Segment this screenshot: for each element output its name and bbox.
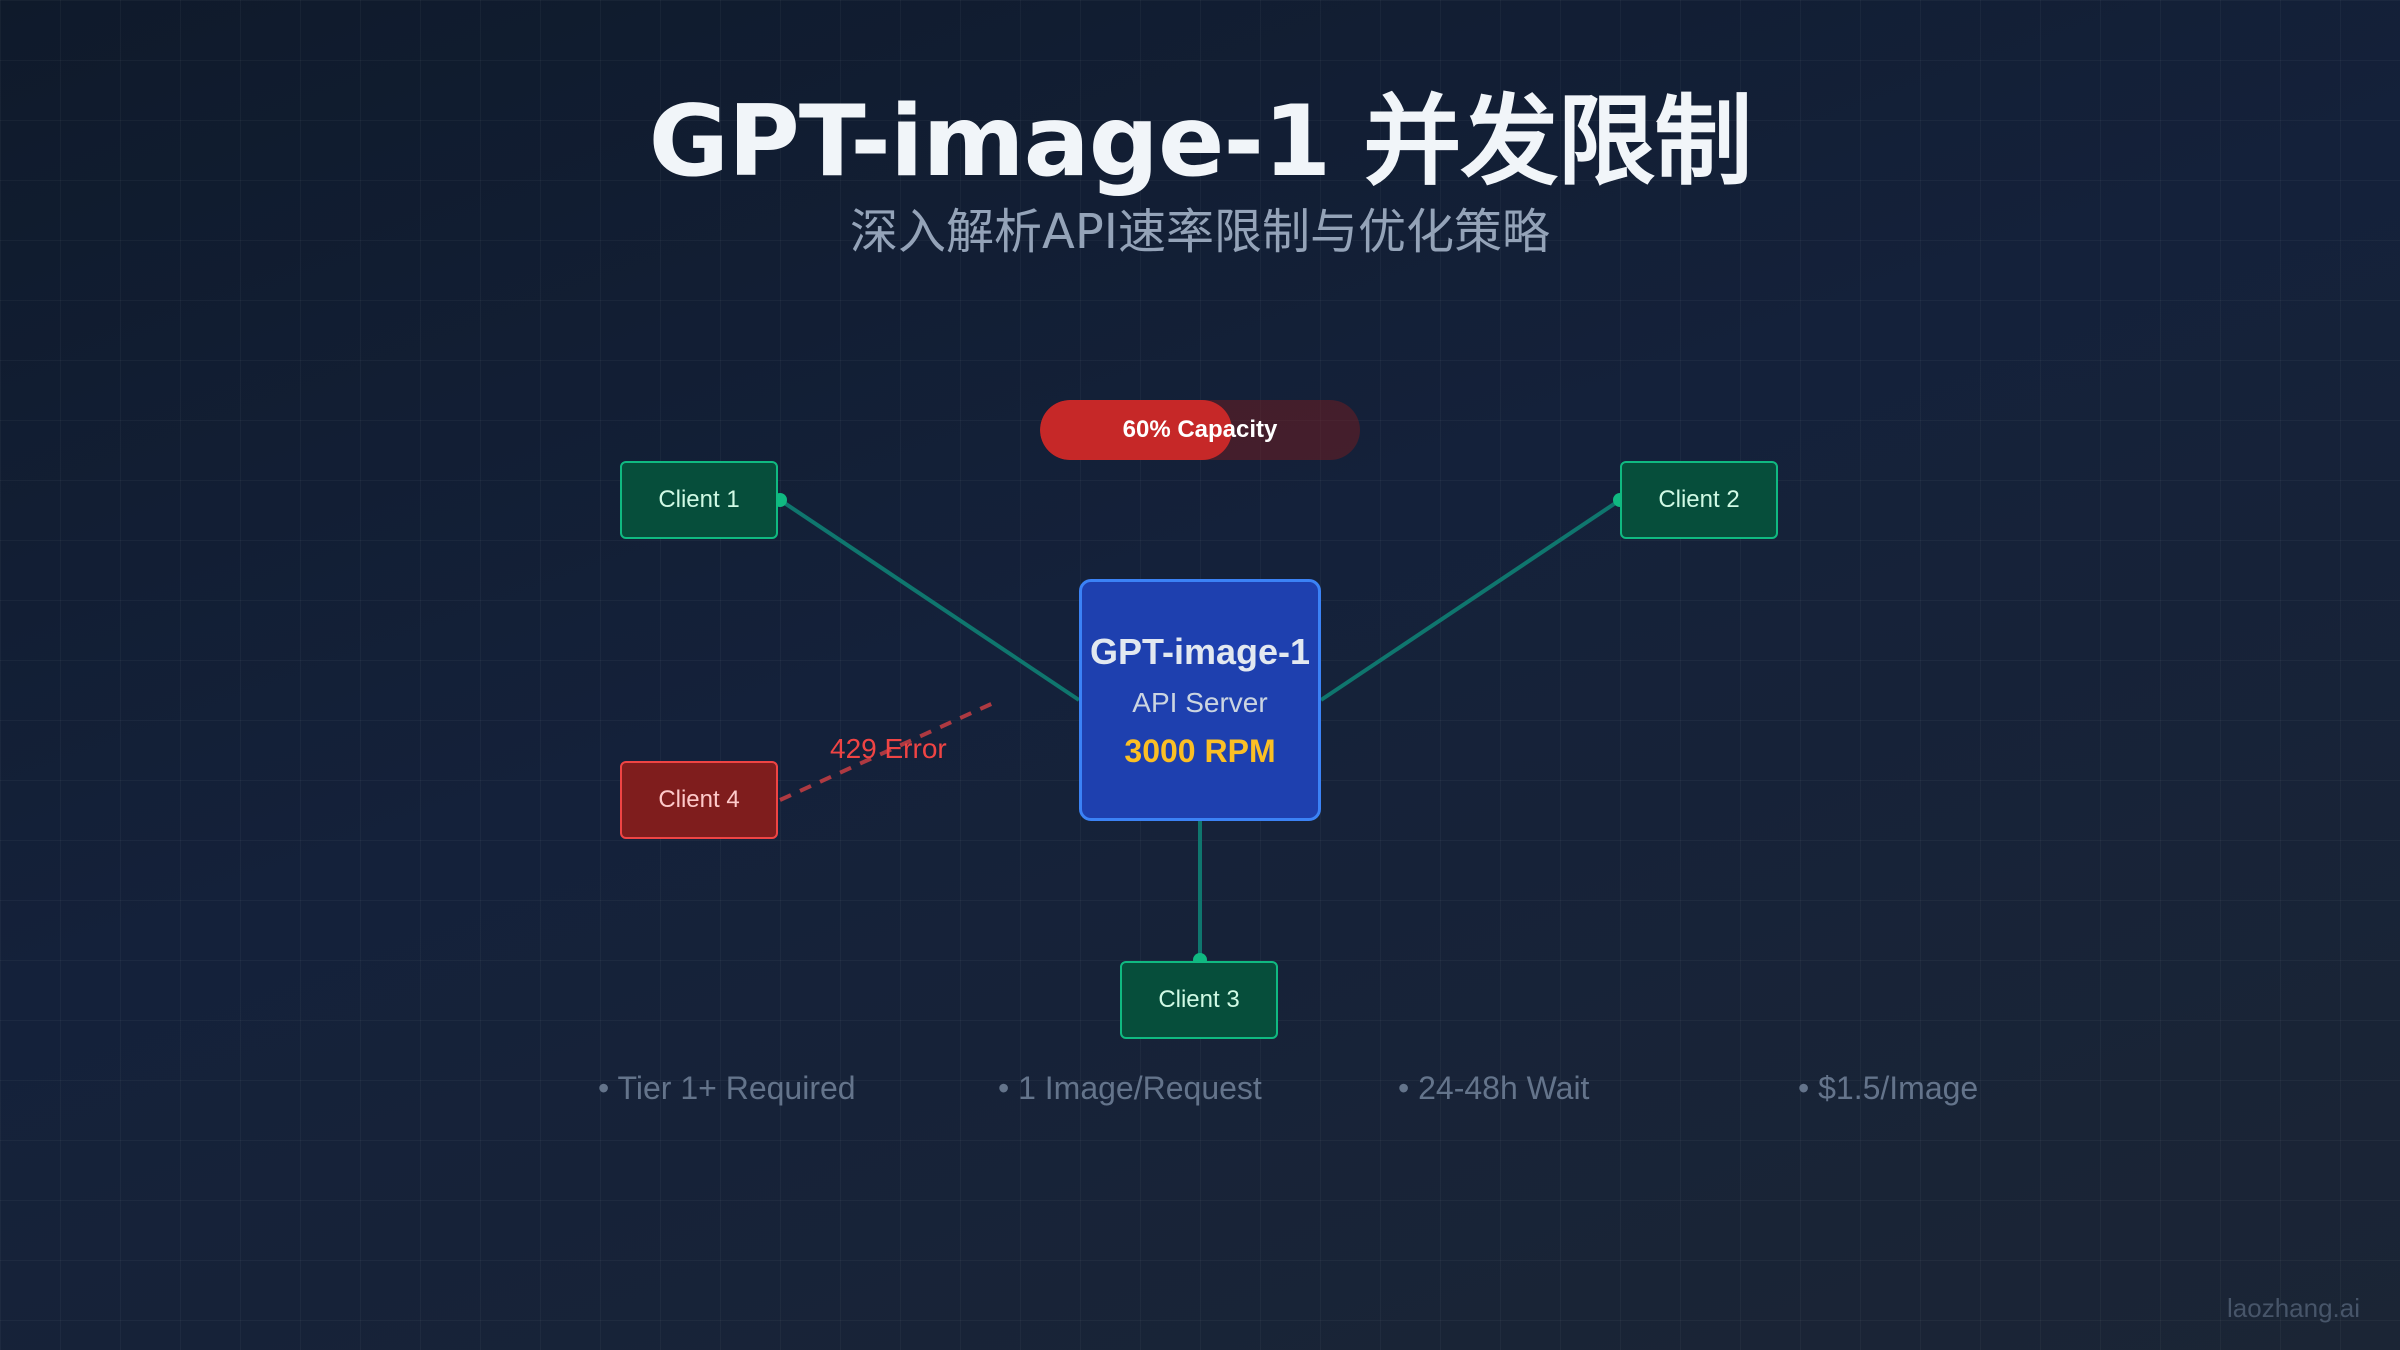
link-client-1 xyxy=(778,498,1081,702)
capacity-bar-fill xyxy=(1040,400,1232,460)
page-title: GPT-image-1 并发限制 xyxy=(648,85,1753,199)
watermark: laozhang.ai xyxy=(2227,1293,2360,1323)
link-client-2 xyxy=(1319,498,1622,702)
capacity-label: 60% Capacity xyxy=(1122,416,1278,443)
client-4-node: Client 4 xyxy=(620,761,778,839)
fact-price: • $1.5/Image xyxy=(1798,1070,1979,1106)
fact-wait-time: • 24-48h Wait xyxy=(1398,1070,1590,1106)
link-client-4-error xyxy=(779,698,1001,802)
page-subtitle: 深入解析API速率限制与优化策略 xyxy=(850,204,1550,260)
client-1-node: Client 1 xyxy=(620,461,778,539)
error-label: 429 Error xyxy=(830,733,947,764)
client-3-node: Client 3 xyxy=(1120,961,1278,1039)
server-role: API Server xyxy=(1132,686,1268,718)
fact-images-per-request: • 1 Image/Request xyxy=(998,1070,1262,1106)
server-name: GPT-image-1 xyxy=(1089,630,1311,672)
fact-tier: • Tier 1+ Required xyxy=(598,1070,856,1106)
server-rpm: 3000 RPM xyxy=(1124,732,1276,769)
api-server-node: GPT-image-1 API Server 3000 RPM xyxy=(1079,579,1321,821)
client-2-node: Client 2 xyxy=(1620,461,1778,539)
capacity-bar: 60% Capacity xyxy=(1040,400,1360,460)
